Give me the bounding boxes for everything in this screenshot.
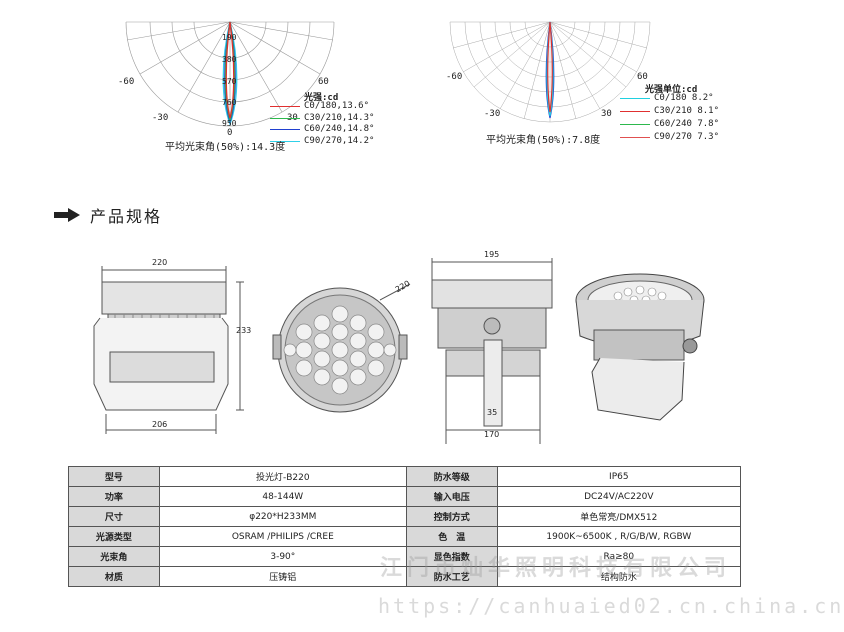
- table-cell: OSRAM /PHILIPS /CREE: [158, 526, 407, 547]
- watermark-url: https://canhuaied02.cn.china.cn: [378, 594, 844, 618]
- table-row: 光源类型 OSRAM /PHILIPS /CREE 色 温 1900K~6500…: [68, 526, 742, 547]
- dim-side-height: 233: [236, 326, 252, 335]
- ring-label: 760: [222, 98, 237, 107]
- legend-item: C60/240 7.8°: [620, 118, 719, 131]
- angle-label: 60: [318, 77, 329, 87]
- legend-left: C0/180,13.6° C30/210,14.3° C60/240,14.8°…: [270, 101, 374, 147]
- dim-side-top: 220: [152, 258, 168, 267]
- angle-label: -60: [446, 72, 463, 82]
- side-view: [93, 266, 244, 434]
- section-title-text: 产品规格: [90, 207, 163, 226]
- ring-label: 950: [222, 119, 237, 128]
- table-cell: 输入电压: [405, 486, 498, 507]
- legend-right: C0/180 8.2° C30/210 8.1° C60/240 7.8° C9…: [620, 92, 719, 144]
- table-cell: 控制方式: [405, 506, 498, 527]
- table-row: 型号 投光灯-B220 防水等级 IP65: [68, 466, 742, 487]
- dim-back-bottom: 170: [484, 430, 500, 439]
- table-cell: 单色常亮/DMX512: [496, 506, 742, 527]
- table-cell: 3-90°: [158, 546, 407, 567]
- product-drawings: [93, 258, 705, 444]
- legend-item: C30/210,14.3°: [270, 113, 374, 125]
- legend-item: C0/180,13.6°: [270, 101, 374, 113]
- legend-item: C90/270,14.2°: [270, 136, 374, 148]
- table-cell: 48-144W: [158, 486, 407, 507]
- table-cell: 显色指数: [405, 546, 498, 567]
- front-view: [272, 283, 411, 413]
- table-cell: 防水工艺: [405, 566, 498, 587]
- polar-chart-right: [449, 21, 651, 123]
- unit-label: 光强单位:cd: [645, 85, 698, 95]
- table-row: 功率 48-144W 输入电压 DC24V/AC220V: [68, 486, 742, 507]
- table-cell: 1900K~6500K , R/G/B/W, RGBW: [496, 526, 742, 547]
- table-cell: 压铸铝: [158, 566, 407, 587]
- table-cell: DC24V/AC220V: [496, 486, 742, 507]
- angle-label: 30: [601, 109, 612, 119]
- back-view: [431, 258, 553, 444]
- angle-label: -30: [152, 113, 169, 123]
- table-cell: 投光灯-B220: [158, 466, 407, 487]
- angle-label: -60: [118, 77, 135, 87]
- arrow-right-icon: [54, 208, 80, 222]
- table-cell: 光束角: [68, 546, 160, 567]
- angle-label: 0: [227, 128, 233, 138]
- table-cell: φ220*H233MM: [158, 506, 407, 527]
- table-cell: 结构防水: [496, 566, 742, 587]
- table-row: 尺寸 φ220*H233MM 控制方式 单色常亮/DMX512: [68, 506, 742, 527]
- table-cell: 色 温: [405, 526, 498, 547]
- perspective-view: [575, 273, 705, 421]
- legend-item: C90/270 7.3°: [620, 131, 719, 144]
- spec-table: 型号 投光灯-B220 防水等级 IP65 功率 48-144W 输入电压 DC…: [68, 466, 742, 587]
- dim-back-bracket: 35: [487, 408, 498, 417]
- section-title: 产品规格: [54, 203, 162, 227]
- table-cell: Ra≥80: [496, 546, 742, 567]
- table-row: 光束角 3-90° 显色指数 Ra≥80: [68, 546, 742, 567]
- unit-label: 光强:cd: [304, 93, 339, 103]
- dim-back-top: 195: [484, 250, 500, 259]
- table-cell: 防水等级: [405, 466, 498, 487]
- angle-label: 60: [637, 72, 648, 82]
- table-cell: IP65: [496, 466, 742, 487]
- angle-label: -30: [484, 109, 501, 119]
- legend-item: C30/210 8.1°: [620, 105, 719, 118]
- table-cell: 材质: [68, 566, 160, 587]
- polar-chart-left: [125, 21, 335, 127]
- table-row: 材质 压铸铝 防水工艺 结构防水: [68, 566, 742, 587]
- table-cell: 尺寸: [68, 506, 160, 527]
- ring-label: 570: [222, 77, 237, 86]
- caption-left: 平均光束角(50%):14.3度: [165, 142, 286, 153]
- legend-item: C60/240,14.8°: [270, 124, 374, 136]
- legend-item: C0/180 8.2°: [620, 92, 719, 105]
- table-cell: 功率: [68, 486, 160, 507]
- table-cell: 型号: [68, 466, 160, 487]
- caption-right: 平均光束角(50%):7.8度: [486, 135, 601, 146]
- ring-label: 190: [222, 33, 237, 42]
- table-cell: 光源类型: [68, 526, 160, 547]
- dim-side-bottom: 206: [152, 420, 168, 429]
- ring-label: 380: [222, 55, 237, 64]
